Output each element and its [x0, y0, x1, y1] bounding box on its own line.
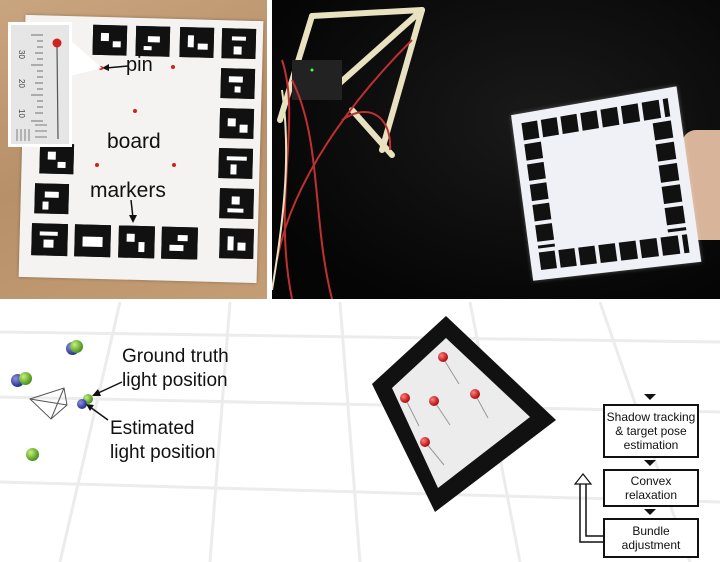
- pin-sphere: [400, 393, 410, 403]
- board-label: board: [107, 130, 161, 153]
- pin-marker: [171, 65, 175, 69]
- aruco-marker: [34, 183, 70, 215]
- markers-label: markers: [90, 179, 166, 202]
- pin-sphere: [438, 352, 448, 362]
- reconstruction-panel: Ground truth light position Estimated li…: [0, 302, 720, 562]
- loop-back-arrow-icon: [573, 473, 603, 543]
- callout-wedge: [70, 40, 102, 76]
- arrow-icon: [92, 381, 123, 396]
- aruco-marker: [219, 228, 254, 259]
- aruco-marker: [135, 25, 171, 57]
- down-arrow-icon: [644, 394, 656, 400]
- robot-arm-rig: [272, 7, 425, 299]
- pin-label: pin: [126, 54, 153, 76]
- reconstructed-board: [372, 316, 556, 512]
- pin-marker: [95, 163, 99, 167]
- aruco-marker: [220, 68, 256, 99]
- estimated-light-sphere: [77, 399, 87, 409]
- pin-marker: [133, 109, 137, 113]
- arrow-icon: [102, 64, 129, 71]
- pin-sphere: [420, 437, 430, 447]
- pin-sphere: [429, 396, 439, 406]
- ground-truth-light-sphere: [70, 340, 83, 353]
- pin-marker: [172, 163, 176, 167]
- aruco-marker: [219, 108, 255, 139]
- aruco-marker: [161, 226, 198, 260]
- ground-truth-label-line2: light position: [122, 370, 228, 391]
- ground-truth-light-sphere: [83, 394, 93, 404]
- arrow-icon: [86, 404, 109, 421]
- aruco-marker: [74, 224, 111, 258]
- aruco-marker: [179, 26, 215, 58]
- board-photo-panel: pin board markers 30 20 10: [0, 0, 267, 299]
- pin-sphere: [470, 389, 480, 399]
- held-marker-board: [511, 86, 702, 281]
- capture-setup-photo-panel: [272, 0, 720, 299]
- aruco-marker: [31, 223, 69, 257]
- aruco-marker: [39, 143, 75, 175]
- aruco-marker: [221, 28, 257, 59]
- aruco-marker: [118, 225, 155, 259]
- pipeline-step-convex-relaxation: Convex relaxation: [603, 469, 699, 507]
- down-arrow-icon: [644, 509, 656, 515]
- ruler-tick-label: 20: [16, 79, 26, 88]
- ground-truth-label-line1: Ground truth: [122, 346, 229, 367]
- ruler-tick-label: 30: [16, 50, 26, 59]
- pipeline-step-bundle-adjustment: Bundle adjustment: [603, 518, 699, 558]
- ruler-tick-label: 10: [16, 109, 26, 118]
- aruco-marker: [218, 148, 254, 179]
- pin-ruler-inset: 30 20 10: [8, 22, 72, 147]
- estimated-label-line2: light position: [110, 442, 216, 463]
- camera-frustum-icon: [29, 387, 68, 420]
- estimated-label-line1: Estimated: [110, 418, 195, 439]
- ground-truth-light-sphere: [19, 372, 32, 385]
- down-arrow-icon: [644, 460, 656, 466]
- aruco-marker: [219, 188, 254, 219]
- arrow-icon: [129, 200, 137, 223]
- pipeline-step-shadow-tracking: Shadow tracking & target pose estimation: [603, 404, 699, 458]
- ground-truth-light-sphere: [26, 448, 39, 461]
